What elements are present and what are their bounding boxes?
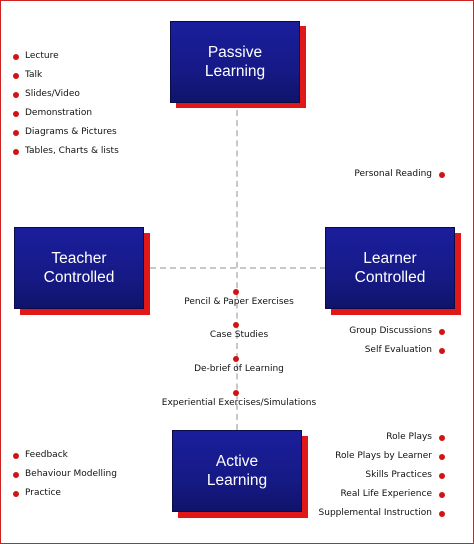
list-item-debrief: De-brief of Learning: [194, 364, 284, 374]
list-item-real-life: Real Life Experience: [340, 489, 432, 499]
bullet-dot: [439, 454, 445, 460]
bullet-dot: [13, 472, 19, 478]
list-item-self-evaluation: Self Evaluation: [364, 345, 432, 355]
list-item-pencil-paper: Pencil & Paper Exercises: [184, 297, 294, 307]
list-item-role-plays: Role Plays: [386, 432, 432, 442]
list-item-slides-video: Slides/Video: [25, 89, 80, 99]
active-label-line1: Active: [215, 453, 259, 470]
list-item-practice: Practice: [25, 488, 61, 498]
vertical-axis: [236, 110, 238, 430]
passive-label-line2: Learning: [204, 63, 266, 80]
list-item-behaviour-modelling: Behaviour Modelling: [25, 469, 117, 479]
bullet-dot: [439, 435, 445, 441]
bullet-dot: [439, 172, 445, 178]
learner-label-line2: Controlled: [354, 269, 426, 286]
bullet-dot: [439, 329, 445, 335]
list-item-personal-reading: Personal Reading: [354, 169, 432, 179]
bullet-dot: [13, 54, 19, 60]
bullet-dot: [439, 348, 445, 354]
list-item-demonstration: Demonstration: [25, 108, 93, 118]
active-label-line2: Learning: [206, 472, 268, 489]
teacher-label-line1: Teacher: [51, 250, 107, 267]
bullet-dot: [13, 111, 19, 117]
bullet-dot: [233, 390, 239, 396]
bullet-dot: [233, 289, 239, 295]
bullet-dot: [13, 130, 19, 136]
bullet-dot: [233, 322, 239, 328]
list-item-tables: Tables, Charts & lists: [25, 146, 119, 156]
list-item-experiential: Experiential Exercises/Simulations: [161, 398, 317, 408]
bullet-dot: [439, 492, 445, 498]
active-learning-box: Active Learning: [172, 430, 302, 512]
horizontal-axis: [150, 267, 326, 269]
bullet-dot: [13, 73, 19, 79]
list-item-diagrams: Diagrams & Pictures: [25, 127, 117, 137]
list-item-supplemental: Supplemental Instruction: [318, 508, 432, 518]
list-item-skills-practices: Skills Practices: [365, 470, 432, 480]
list-item-talk: Talk: [25, 70, 43, 80]
bullet-dot: [439, 511, 445, 517]
list-item-group-discussions: Group Discussions: [349, 326, 432, 336]
bullet-dot: [13, 453, 19, 459]
learner-controlled-box: Learner Controlled: [325, 227, 455, 309]
bullet-dot: [13, 491, 19, 497]
list-item-feedback: Feedback: [25, 450, 68, 460]
bullet-dot: [233, 356, 239, 362]
teacher-label-line2: Controlled: [43, 269, 115, 286]
learner-label-line1: Learner: [363, 250, 417, 267]
bullet-dot: [439, 473, 445, 479]
teacher-controlled-box: Teacher Controlled: [14, 227, 144, 309]
list-item-case-studies: Case Studies: [209, 330, 269, 340]
passive-label-line1: Passive: [207, 44, 263, 61]
bullet-dot: [13, 149, 19, 155]
passive-learning-box: Passive Learning: [170, 21, 300, 103]
list-item-role-plays-learner: Role Plays by Learner: [335, 451, 432, 461]
list-item-lecture: Lecture: [25, 51, 59, 61]
bullet-dot: [13, 92, 19, 98]
